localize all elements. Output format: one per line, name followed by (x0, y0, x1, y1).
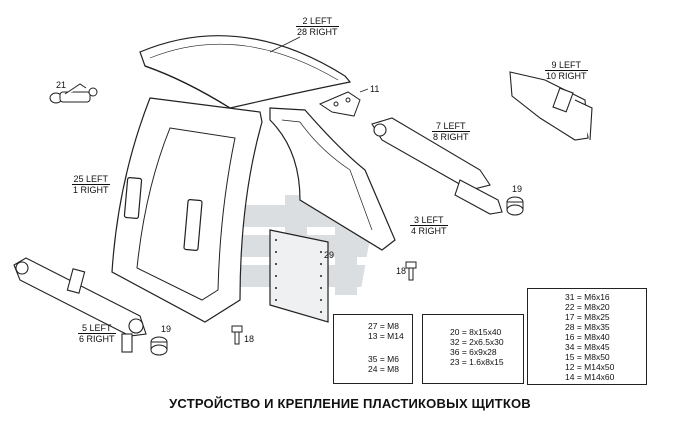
lower-arm-part (13, 257, 147, 353)
bolt-part (231, 261, 417, 345)
spec-box-nuts: 27 = M8 13 = M14 35 = M6 24 = M8 (333, 314, 413, 384)
clamp-part (49, 83, 98, 104)
part-number-19: 19 (512, 184, 523, 194)
part-number-21: 21 (56, 80, 67, 90)
callout-part-2-28: 2 LEFT 28 RIGHT (296, 16, 339, 37)
mud-flap-part (269, 229, 329, 323)
part-number-18: 18 (244, 334, 255, 344)
part-number-18: 18 (396, 266, 407, 276)
callout-part-7-8: 7 LEFT 8 RIGHT (432, 121, 470, 142)
spec-box-washers: 20 = 8x15x40 32 = 2x6.5x30 36 = 6x9x28 2… (422, 314, 524, 384)
support-arm-part (371, 117, 503, 215)
callout-part-5-6: 5 LEFT 6 RIGHT (78, 323, 116, 344)
bracket-plate-part (318, 91, 361, 117)
callout-part-9-10: 9 LEFT 10 RIGHT (545, 60, 588, 81)
part-number-19: 19 (161, 324, 172, 334)
callout-part-25-1: 25 LEFT 1 RIGHT (72, 174, 110, 195)
inner-panel-part (269, 107, 396, 251)
diagram-caption: УСТРОЙСТВО И КРЕПЛЕНИЕ ПЛАСТИКОВЫХ ЩИТКО… (169, 396, 531, 411)
fender-top-part (139, 35, 352, 109)
part-number-11: 11 (370, 84, 380, 94)
fender-frame-part (111, 97, 263, 323)
spec-box-screws: 31 = M6x16 22 = M8x20 17 = M8x25 28 = M8… (527, 288, 647, 385)
part-number-29: 29 (324, 250, 335, 260)
callout-part-3-4: 3 LEFT 4 RIGHT (410, 215, 448, 236)
cap-part (150, 196, 524, 356)
bracket-part (509, 71, 593, 141)
